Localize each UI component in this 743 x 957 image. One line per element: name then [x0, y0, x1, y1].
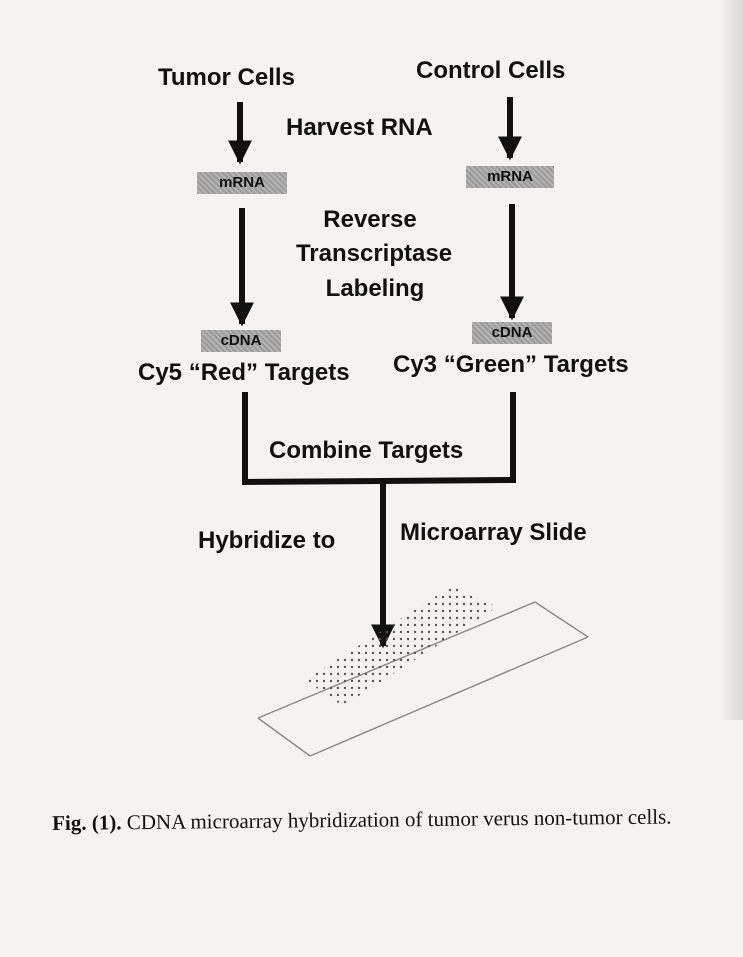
cdna-right-tag: cDNA — [472, 322, 552, 344]
caption-text: CDNA microarray hybridization of tumor v… — [121, 804, 672, 835]
page-edge-shadow — [719, 0, 743, 720]
step-combine-targets: Combine Targets — [269, 437, 464, 464]
step-harvest-rna: Harvest RNA — [286, 114, 433, 141]
source-tumor-cells: Tumor Cells — [158, 64, 295, 91]
step-labeling: Labeling — [325, 275, 425, 302]
step-hybridize-to: Hybridize to — [198, 527, 336, 554]
step-microarray-slide: Microarray Slide — [400, 519, 587, 546]
mrna-left-tag: mRNA — [197, 172, 287, 194]
microarray-slide — [257, 586, 589, 757]
caption-label: Fig. (1). — [52, 810, 122, 835]
source-control-cells: Control Cells — [416, 57, 566, 84]
spot-grid — [305, 586, 497, 706]
target-cy5-red: Cy5 “Red” Targets — [138, 359, 350, 386]
step-transcriptase: Transcriptase — [295, 240, 453, 267]
step-reverse: Reverse — [323, 206, 417, 233]
cdna-left-tag: cDNA — [201, 330, 281, 352]
mrna-right-tag: mRNA — [466, 166, 554, 188]
combine-bracket — [242, 392, 516, 486]
target-cy3-green: Cy3 “Green” Targets — [393, 351, 629, 378]
